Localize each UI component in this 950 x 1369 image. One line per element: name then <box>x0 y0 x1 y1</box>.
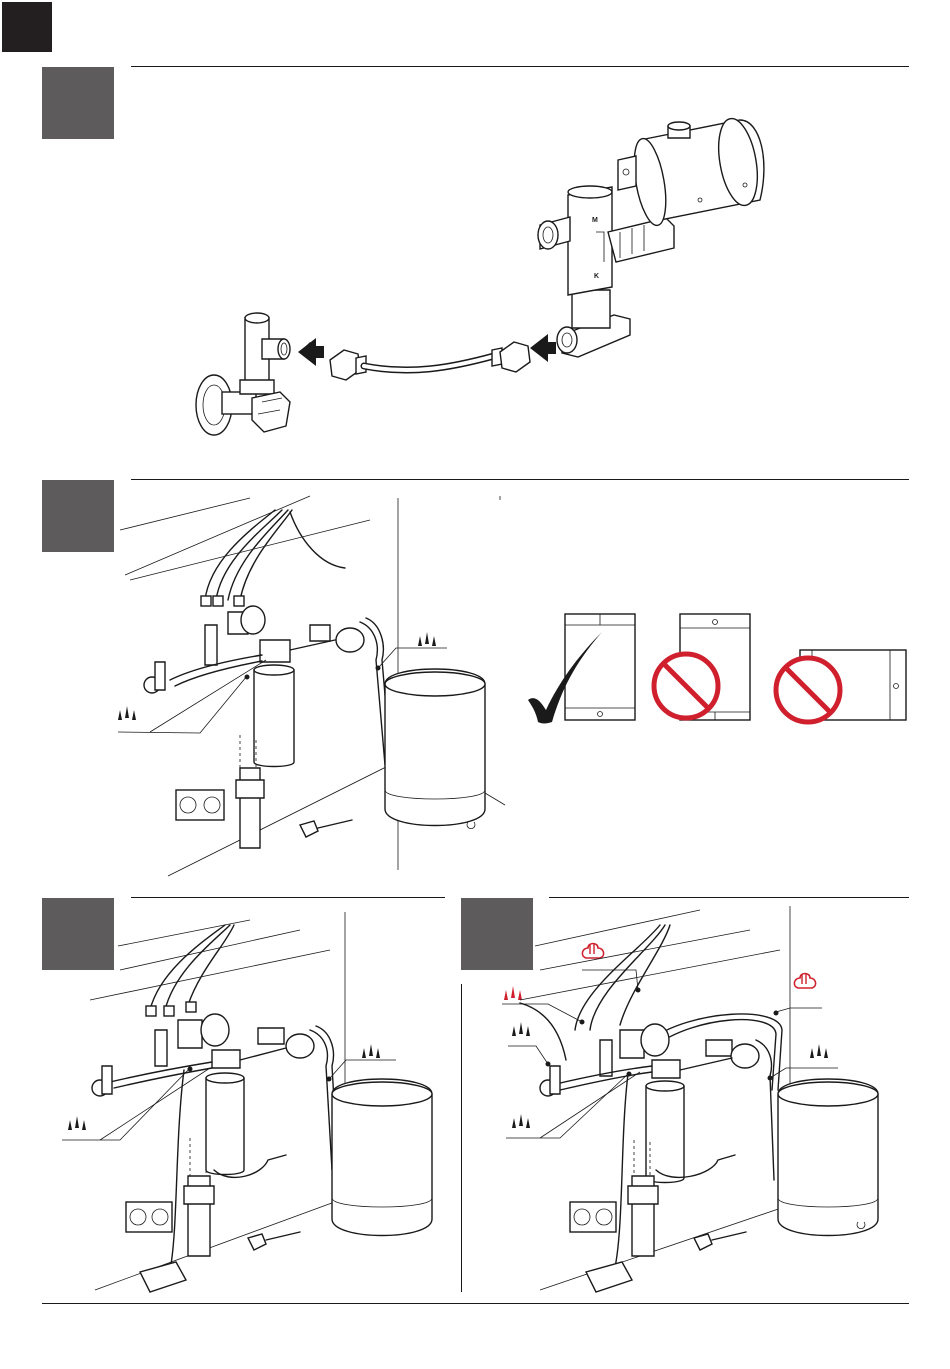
page-bottom-rule <box>42 1303 909 1304</box>
step-4-illustration <box>0 0 950 1310</box>
